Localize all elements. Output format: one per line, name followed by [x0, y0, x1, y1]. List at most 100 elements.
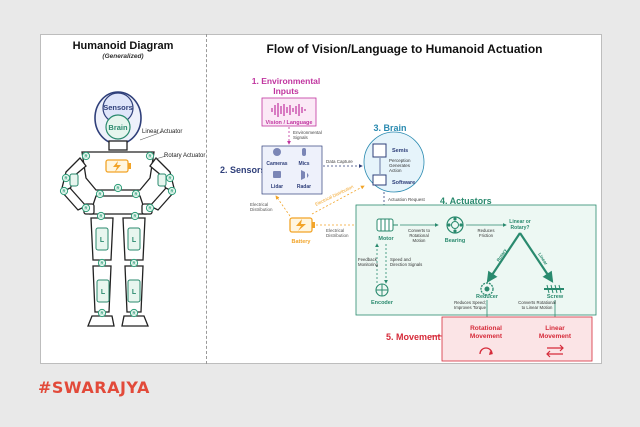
joint-letter: R — [116, 186, 119, 191]
panel-divider — [206, 34, 207, 364]
reducer-icon — [480, 282, 494, 296]
battery-icon — [289, 217, 315, 233]
brain-perception-line2: Generates — [389, 163, 411, 168]
elec3-line2: Distribution — [326, 233, 349, 238]
joint-letter: R — [64, 176, 67, 181]
joint-letter: R — [84, 154, 87, 159]
converts-linear-line2: to Linear Motion — [522, 305, 553, 310]
elec3-line1: Electrical — [326, 228, 344, 233]
joint-letter: R — [132, 311, 135, 316]
motor-icon — [376, 218, 398, 232]
brand-logo: #SWARAJYA — [38, 378, 150, 397]
joint-letter: R — [148, 206, 151, 211]
feedback-line1: Feedback — [358, 257, 378, 262]
rotary-actuator-label: Rotary Actuator — [164, 153, 205, 159]
linear-actuator-label: Linear Actuator — [142, 129, 182, 135]
choice-line1: Linear or — [509, 219, 530, 225]
linear-line1: Linear — [545, 325, 565, 332]
limb-letter: L — [100, 237, 105, 244]
screw-label: Screw — [547, 294, 564, 300]
joint-letter: R — [170, 189, 173, 194]
motor-label: Motor — [378, 236, 394, 242]
lidar-icon — [273, 171, 281, 178]
sensor-radar: Radar — [297, 184, 311, 190]
limb-letter: L — [132, 289, 137, 296]
software-icon — [372, 174, 387, 186]
converts-linear-line1: Converts Rotational — [518, 300, 556, 305]
chest-battery-icon — [105, 159, 131, 173]
limb-letter: L — [101, 289, 106, 296]
sensor-cameras: Cameras — [266, 161, 287, 167]
joint-letter: R — [99, 214, 102, 219]
converts-line2: Rotational — [409, 233, 428, 238]
reduces-line1: Reduces — [478, 228, 495, 233]
movement-title: 5. Movement — [386, 332, 441, 342]
brain-semis: Semis — [392, 148, 408, 154]
env-edge-line1: Environmental — [293, 130, 322, 135]
sensors-title: 2. Sensors — [220, 165, 266, 175]
sound-wave-icon — [271, 103, 306, 117]
sensors-edge-label: Data Capture — [326, 159, 353, 164]
linear-arrows-icon — [546, 344, 564, 358]
speed-line1: Speed and — [390, 257, 411, 262]
limb-actuator-box — [157, 173, 167, 187]
head-brain-label: Brain — [108, 123, 128, 132]
sensor-lidar: Lidar — [271, 184, 283, 190]
bearing-icon — [446, 216, 464, 234]
env-box-label: Vision / Language — [266, 120, 313, 126]
brain-perception-line3: Action — [389, 168, 402, 173]
head-sensors-label: Sensors — [103, 103, 133, 112]
limb-actuators — [69, 173, 167, 303]
limb-actuator-box — [95, 227, 109, 251]
joint-letter: R — [148, 154, 151, 159]
encoder-icon — [375, 283, 389, 297]
left-panel-subtitle: (Generalized) — [102, 53, 144, 60]
limb-letter: L — [132, 237, 137, 244]
chip-icon — [372, 143, 387, 158]
limb-actuator-box — [96, 279, 110, 303]
rotational-line1: Rotational — [470, 325, 502, 332]
bearing-label: Bearing — [445, 238, 465, 244]
joint-letter: R — [62, 189, 65, 194]
actuators-box — [355, 204, 597, 316]
battery-label: Battery — [292, 239, 312, 245]
converts-line3: Motion — [413, 238, 427, 243]
joint-letter: R — [132, 261, 135, 266]
movement-box — [441, 316, 593, 362]
right-panel-title: Flow of Vision/Language to Humanoid Actu… — [266, 42, 543, 56]
rotational-line2: Movement — [470, 333, 503, 340]
brain-software: Software — [392, 180, 415, 186]
rotary-joints — [59, 151, 177, 318]
limb-actuator-box — [69, 173, 79, 187]
joint-letter: R — [98, 192, 101, 197]
reducer-label: Reducer — [476, 294, 499, 300]
elec1-line2: Distribution — [250, 207, 273, 212]
limb-actuator-box — [127, 279, 141, 303]
joint-letter: R — [168, 176, 171, 181]
linear-line2: Movement — [539, 333, 572, 340]
speed-line2: Direction Signals — [390, 262, 422, 267]
joint-letter: R — [100, 311, 103, 316]
brain-title: 3. Brain — [373, 123, 406, 133]
mic-icon — [302, 148, 306, 156]
joint-letter: R — [84, 206, 87, 211]
env-box: Vision / Language — [261, 97, 317, 127]
actuation-request-label: Actuation Request — [388, 197, 426, 202]
feedback-line2: Monitoring — [358, 262, 379, 267]
head-brain-circle — [105, 114, 131, 140]
humanoid-pelvis — [89, 195, 147, 215]
sensors-box — [261, 145, 323, 195]
limb-actuator-box — [127, 227, 141, 251]
radar-icon — [301, 170, 309, 180]
env-title-line2: Inputs — [273, 86, 299, 96]
linear-branch-label: Linear — [537, 252, 549, 266]
elec1-line1: Electrical — [250, 202, 268, 207]
rotation-arrow-icon — [479, 347, 493, 355]
reduces-speed-line2: Improves Torque — [454, 305, 487, 310]
sensor-mics: Mics — [298, 161, 309, 167]
camera-icon — [273, 148, 281, 156]
screw-icon — [544, 284, 564, 294]
joint-letter: R — [100, 261, 103, 266]
reduces-line2: Friction — [479, 233, 494, 238]
joint-letter: R — [134, 192, 137, 197]
